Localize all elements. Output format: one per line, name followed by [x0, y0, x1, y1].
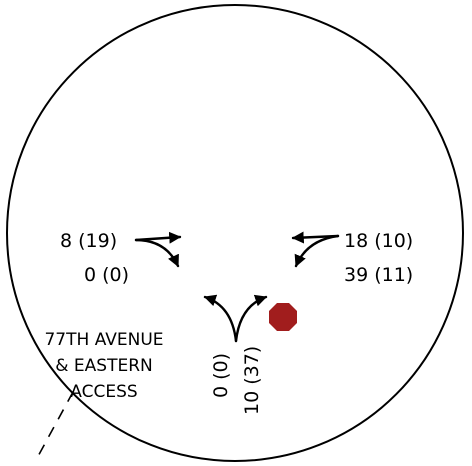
- west-approach-arrows: [134, 231, 182, 268]
- street-name-line-1: 77TH AVENUE: [44, 330, 163, 350]
- south-left-volume-label: 0 (0): [210, 353, 232, 398]
- west-bottom-volume-label: 0 (0): [84, 264, 129, 286]
- south-left-turn-arrow: [203, 294, 238, 343]
- west-top-volume-label: 8 (19): [60, 230, 117, 252]
- detail-circle: [6, 4, 464, 462]
- east-approach-arrows: [291, 231, 340, 268]
- south-approach-arrows: [203, 294, 268, 343]
- south-right-turn-arrow: [234, 294, 268, 343]
- west-right-turn-arrow: [134, 238, 180, 268]
- east-top-volume-label: 18 (10): [344, 230, 413, 252]
- east-bottom-volume-label: 39 (11): [344, 264, 413, 286]
- street-name-line-3: ACCESS: [70, 382, 137, 402]
- leader-line: [35, 391, 74, 461]
- stop-sign-icon: [269, 303, 297, 331]
- east-left-turn-arrow: [294, 234, 340, 268]
- street-name-line-2: & EASTERN: [55, 356, 152, 376]
- south-right-volume-label: 10 (37): [241, 346, 263, 415]
